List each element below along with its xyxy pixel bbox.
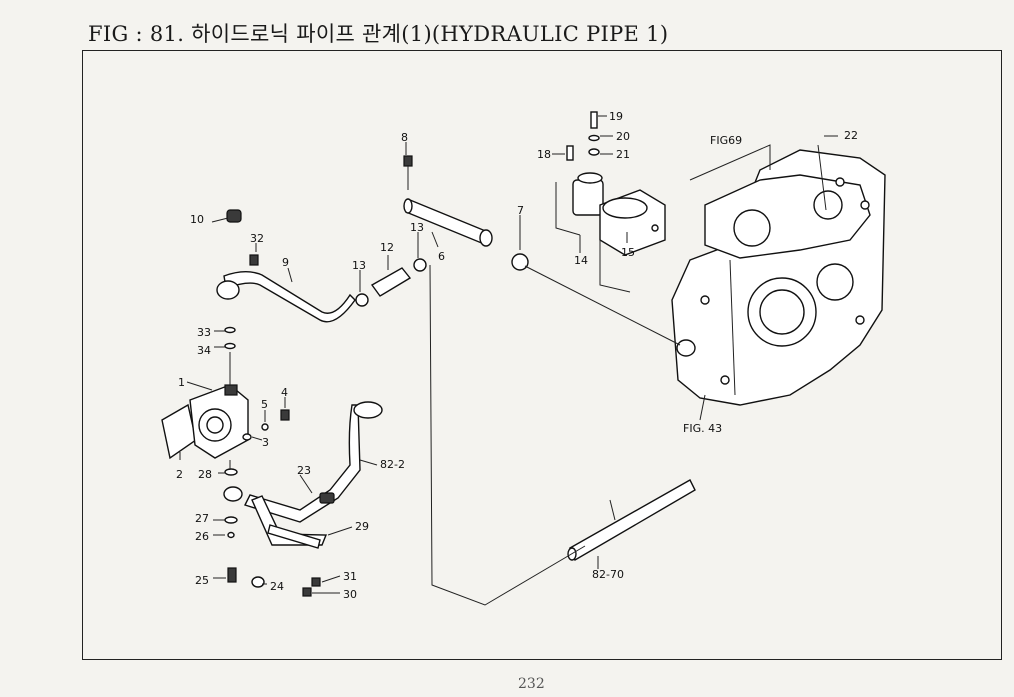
transmission-housing	[671, 149, 886, 406]
callout: 1	[178, 376, 185, 389]
callout: 18	[537, 148, 551, 161]
callout: 13	[352, 259, 366, 272]
callout: 15	[621, 246, 635, 259]
suction-pipe	[403, 155, 529, 271]
callout: 33	[197, 326, 211, 339]
callout: 2	[176, 468, 183, 481]
callout: 12	[380, 241, 394, 254]
callout: 3	[262, 436, 269, 449]
callout: 8	[401, 131, 408, 144]
page-number: 232	[518, 676, 545, 692]
callout: 28	[198, 468, 212, 481]
callout: 5	[261, 398, 268, 411]
callout: 7	[517, 204, 524, 217]
callout: 31	[343, 570, 357, 583]
callout: 23	[297, 464, 311, 477]
callout: 19	[609, 110, 623, 123]
callout: 30	[343, 588, 357, 601]
callout: 13	[410, 221, 424, 234]
callout: 9	[282, 256, 289, 269]
filter-assembly	[555, 111, 666, 293]
callout: FIG69	[710, 134, 742, 147]
return-pipe	[567, 479, 696, 562]
callout: 22	[844, 129, 858, 142]
callout: 26	[195, 530, 209, 543]
drawing-frame	[82, 50, 1002, 660]
callout: 27	[195, 512, 209, 525]
leader-lines	[179, 115, 838, 606]
hose-assembly	[216, 209, 427, 323]
callout: 10	[190, 213, 204, 226]
callout: FIG. 43	[683, 422, 722, 435]
pressure-pipes	[223, 401, 383, 597]
callout: 82-70	[592, 568, 624, 581]
callout: 82-2	[380, 458, 405, 471]
callout: 14	[574, 254, 588, 267]
callout: 4	[281, 386, 288, 399]
callout: 20	[616, 130, 630, 143]
callout-labels: 1 2 3 4 5 6 7 8 9 10 12 13 13 14 15 18 1…	[176, 110, 858, 601]
callout: 34	[197, 344, 211, 357]
callout: 29	[355, 520, 369, 533]
callout: 32	[250, 232, 264, 245]
hydraulic-pump	[161, 326, 290, 460]
callout: 6	[438, 250, 445, 263]
callout: 25	[195, 574, 209, 587]
figure-title: FIG : 81. 하이드로닉 파이프 관계(1)(HYDRAULIC PIPE…	[88, 22, 669, 46]
callout: 21	[616, 148, 630, 161]
callout: 24	[270, 580, 284, 593]
